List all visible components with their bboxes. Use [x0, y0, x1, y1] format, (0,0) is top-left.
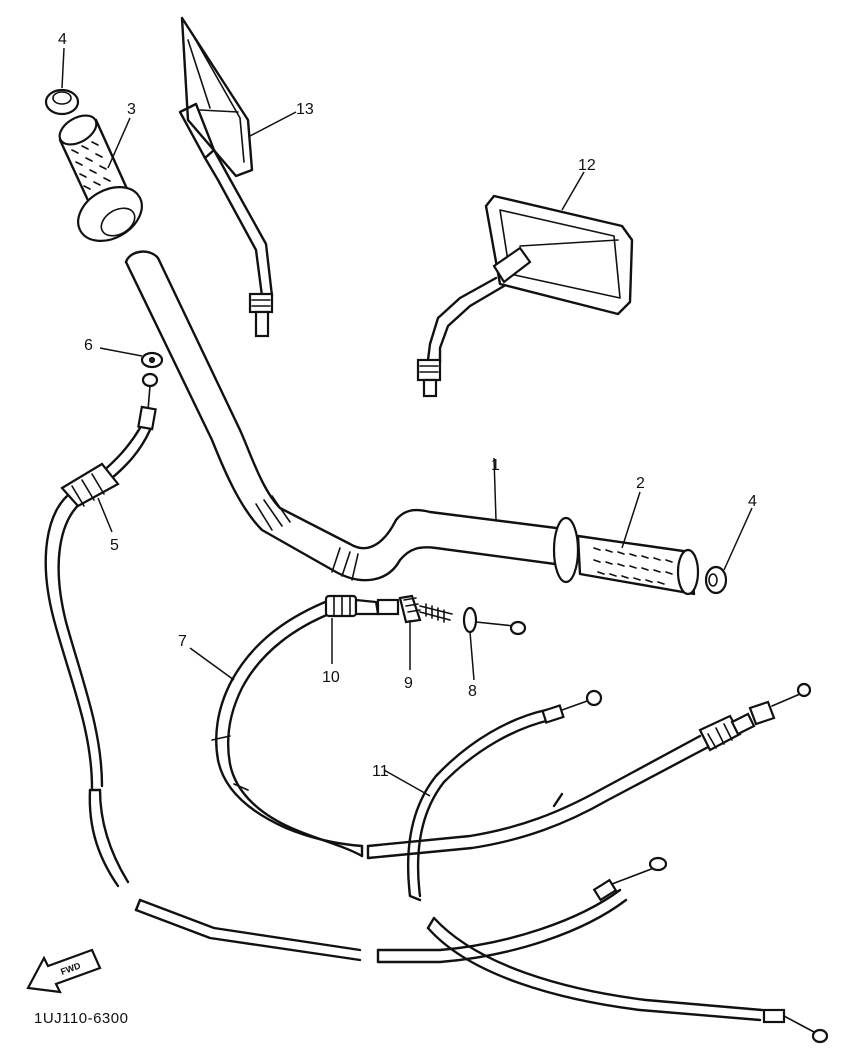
- return-cable: [211, 598, 829, 1044]
- throttle-grip: [58, 114, 143, 242]
- grip-end-cap-left: [44, 88, 80, 116]
- callout-1: 1: [491, 457, 500, 474]
- grip-end-cap-right: [704, 565, 728, 595]
- diagram-code: 1UJ110-6300: [34, 1010, 129, 1027]
- left-mirror: [178, 16, 274, 338]
- forward-arrow-icon: FWD: [26, 948, 102, 994]
- cable-end-fittings: [324, 594, 527, 636]
- callout-10: 10: [322, 669, 340, 686]
- callout-4-top: 4: [58, 31, 67, 48]
- left-grip: [576, 534, 700, 596]
- callout-8: 8: [468, 683, 477, 700]
- callout-numbers: 4 3 13 12 6 5 1 2 4 7 10 9 8 11: [58, 31, 757, 780]
- callout-5: 5: [110, 537, 119, 554]
- callout-9: 9: [404, 675, 413, 692]
- callout-13: 13: [296, 101, 314, 118]
- callout-12: 12: [578, 157, 596, 174]
- callout-11: 11: [372, 763, 389, 780]
- right-mirror: [416, 194, 634, 398]
- callout-4-right: 4: [748, 493, 757, 510]
- callout-2: 2: [636, 475, 645, 492]
- handlebar: [124, 250, 580, 584]
- callout-6: 6: [84, 337, 93, 354]
- throttle-cable: [44, 385, 668, 964]
- callout-7: 7: [178, 633, 187, 650]
- cable-guide-plate: [140, 351, 164, 388]
- clutch-cable: [366, 682, 812, 902]
- callout-3: 3: [127, 101, 136, 118]
- leader-lines: [61, 47, 753, 797]
